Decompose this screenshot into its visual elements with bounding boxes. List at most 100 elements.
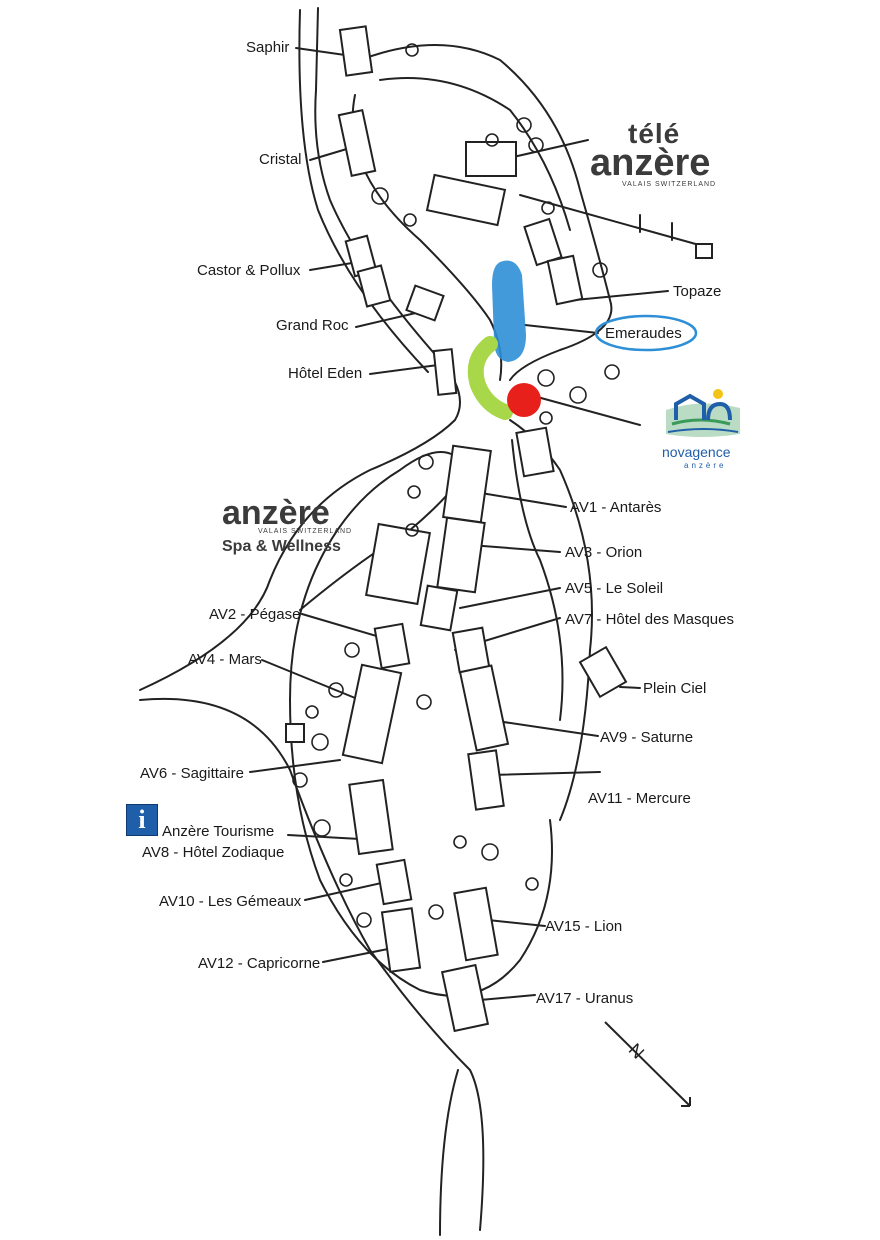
road-outline-north-2 — [379, 77, 571, 231]
road-outline-village — [139, 697, 485, 1231]
tree — [292, 772, 308, 788]
novagence-logo-mark — [666, 389, 740, 438]
highlight-blue-area — [492, 260, 526, 362]
novagence-logo-sub: anzère — [684, 461, 727, 470]
label-saphir: Saphir — [246, 39, 290, 56]
leader-av3 — [469, 544, 561, 553]
tele-logo-sub: VALAIS SWITZERLAND — [622, 181, 717, 188]
tele-logo-top: télé — [628, 118, 681, 149]
leader-topaze — [574, 290, 669, 301]
tree — [539, 411, 553, 425]
road-outline-inner — [351, 94, 503, 381]
road-outline-village-2 — [439, 1069, 459, 1236]
label-anzere-tourisme: Anzère Tourisme — [162, 823, 275, 840]
tree — [418, 454, 434, 470]
building-castor-2 — [356, 264, 392, 308]
leader-av6 — [249, 759, 341, 773]
leader-eden — [369, 364, 439, 375]
leader-nova — [529, 394, 641, 426]
building-av9 — [458, 664, 510, 752]
label-av6: AV6 - Sagittaire — [140, 765, 244, 782]
label-topaze: Topaze — [673, 283, 722, 300]
leader-av17 — [479, 994, 536, 1001]
label-av7: AV7 - Hôtel des Masques — [565, 611, 734, 628]
building-av17 — [440, 963, 490, 1033]
north-letter: N — [625, 1039, 648, 1062]
building-lift-base — [425, 173, 507, 227]
building-av2 — [373, 622, 411, 670]
north-arrow — [604, 1021, 691, 1107]
building-av5 — [419, 584, 459, 632]
building-small — [285, 723, 305, 743]
tree — [481, 843, 499, 861]
label-av1: AV1 - Antarès — [570, 499, 662, 516]
building-av12 — [380, 907, 422, 973]
tree — [344, 642, 360, 658]
label-av15: AV15 - Lion — [545, 918, 623, 935]
tree — [569, 386, 587, 404]
building-av4 — [341, 663, 403, 765]
label-av5: AV5 - Le Soleil — [565, 580, 664, 597]
building-av3 — [436, 516, 486, 594]
label-emeraudes: Emeraudes — [605, 325, 682, 342]
building-grandroc — [405, 284, 445, 322]
building-spa — [364, 522, 432, 606]
tree — [356, 912, 372, 928]
lift-cabin — [695, 243, 713, 259]
label-castor-pollux: Castor & Pollux — [197, 262, 301, 279]
leader-av15 — [487, 919, 546, 927]
tele-logo-main: anzère — [590, 142, 711, 184]
leader-grandroc — [355, 311, 421, 328]
label-av9: AV9 - Saturne — [600, 729, 694, 746]
building-lift-station — [465, 141, 517, 177]
leader-av1 — [474, 491, 567, 508]
label-av8: AV8 - Hôtel Zodiaque — [142, 844, 285, 861]
building-av8 — [375, 858, 413, 906]
tree — [541, 201, 555, 215]
tree — [339, 873, 353, 887]
tree — [485, 133, 499, 147]
tree — [453, 835, 467, 849]
tree — [416, 694, 432, 710]
tree — [407, 485, 421, 499]
leader-castor — [309, 261, 359, 271]
label-av3: AV3 - Orion — [565, 544, 643, 561]
road-outline-east-2 — [511, 439, 564, 721]
novagence-logo-main: novagence — [662, 444, 731, 460]
label-av2: AV2 - Pégase — [209, 606, 301, 623]
info-icon: i — [126, 804, 158, 836]
label-plein-ciel: Plein Ciel — [643, 680, 707, 697]
tree — [405, 43, 419, 57]
label-av11: AV11 - Mercure — [588, 790, 691, 807]
building-av1 — [442, 444, 492, 524]
building-saphir — [338, 25, 374, 77]
highlight-green-path — [467, 336, 513, 420]
tree — [311, 733, 329, 751]
label-av10: AV10 - Les Gémeaux — [159, 893, 302, 910]
road-outline-west — [139, 7, 461, 691]
leader-av11 — [489, 771, 601, 776]
label-cristal: Cristal — [259, 151, 302, 168]
leader-av9 — [489, 719, 599, 737]
emeraudes-ring — [594, 314, 698, 352]
building-av15 — [453, 886, 499, 962]
leader-av4 — [261, 659, 361, 701]
spa-logo-tag: Spa & Wellness — [222, 538, 341, 555]
spa-logo-sub: VALAIS SWITZERLAND — [258, 528, 353, 535]
tree — [405, 523, 419, 537]
label-grand-roc: Grand Roc — [276, 317, 349, 334]
building-pleinciel — [578, 645, 628, 699]
label-av4: AV4 - Mars — [188, 651, 262, 668]
building-topaze-2 — [546, 254, 584, 306]
highlight-red-point — [507, 383, 541, 417]
leader-pleinciel — [619, 686, 641, 689]
tree — [604, 364, 620, 380]
label-av12: AV12 - Capricorne — [198, 955, 321, 972]
spa-logo-main: anzère — [222, 494, 330, 532]
label-hotel-eden: Hôtel Eden — [288, 365, 363, 382]
road-outline-north — [359, 44, 613, 381]
building-novagence — [515, 426, 555, 478]
tree — [403, 213, 417, 227]
building-cristal — [337, 108, 377, 178]
